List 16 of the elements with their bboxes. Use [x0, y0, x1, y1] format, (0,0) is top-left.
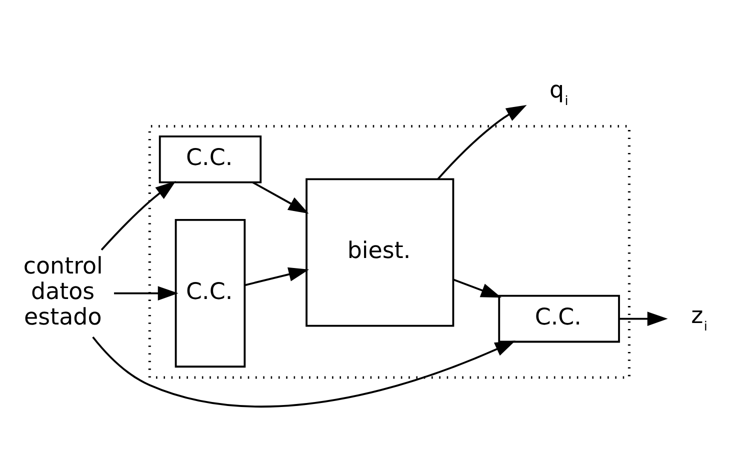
arrow — [437, 104, 527, 180]
arrow — [453, 278, 502, 298]
node-text: z$_{i}$ — [691, 302, 708, 334]
node-box: C.C. — [498, 294, 620, 342]
arrow — [92, 336, 516, 407]
arrow — [100, 180, 176, 250]
arrow — [114, 286, 178, 300]
node-box: biest. — [306, 178, 454, 326]
arrow — [619, 311, 668, 326]
node-text: q$_{i}$ — [550, 76, 568, 108]
arrow — [252, 181, 309, 214]
node-text: control datos estado — [23, 252, 103, 330]
cluster — [148, 124, 630, 378]
arrow — [244, 266, 310, 286]
node-box: C.C. — [158, 134, 262, 183]
node-box: C.C. — [174, 218, 246, 368]
